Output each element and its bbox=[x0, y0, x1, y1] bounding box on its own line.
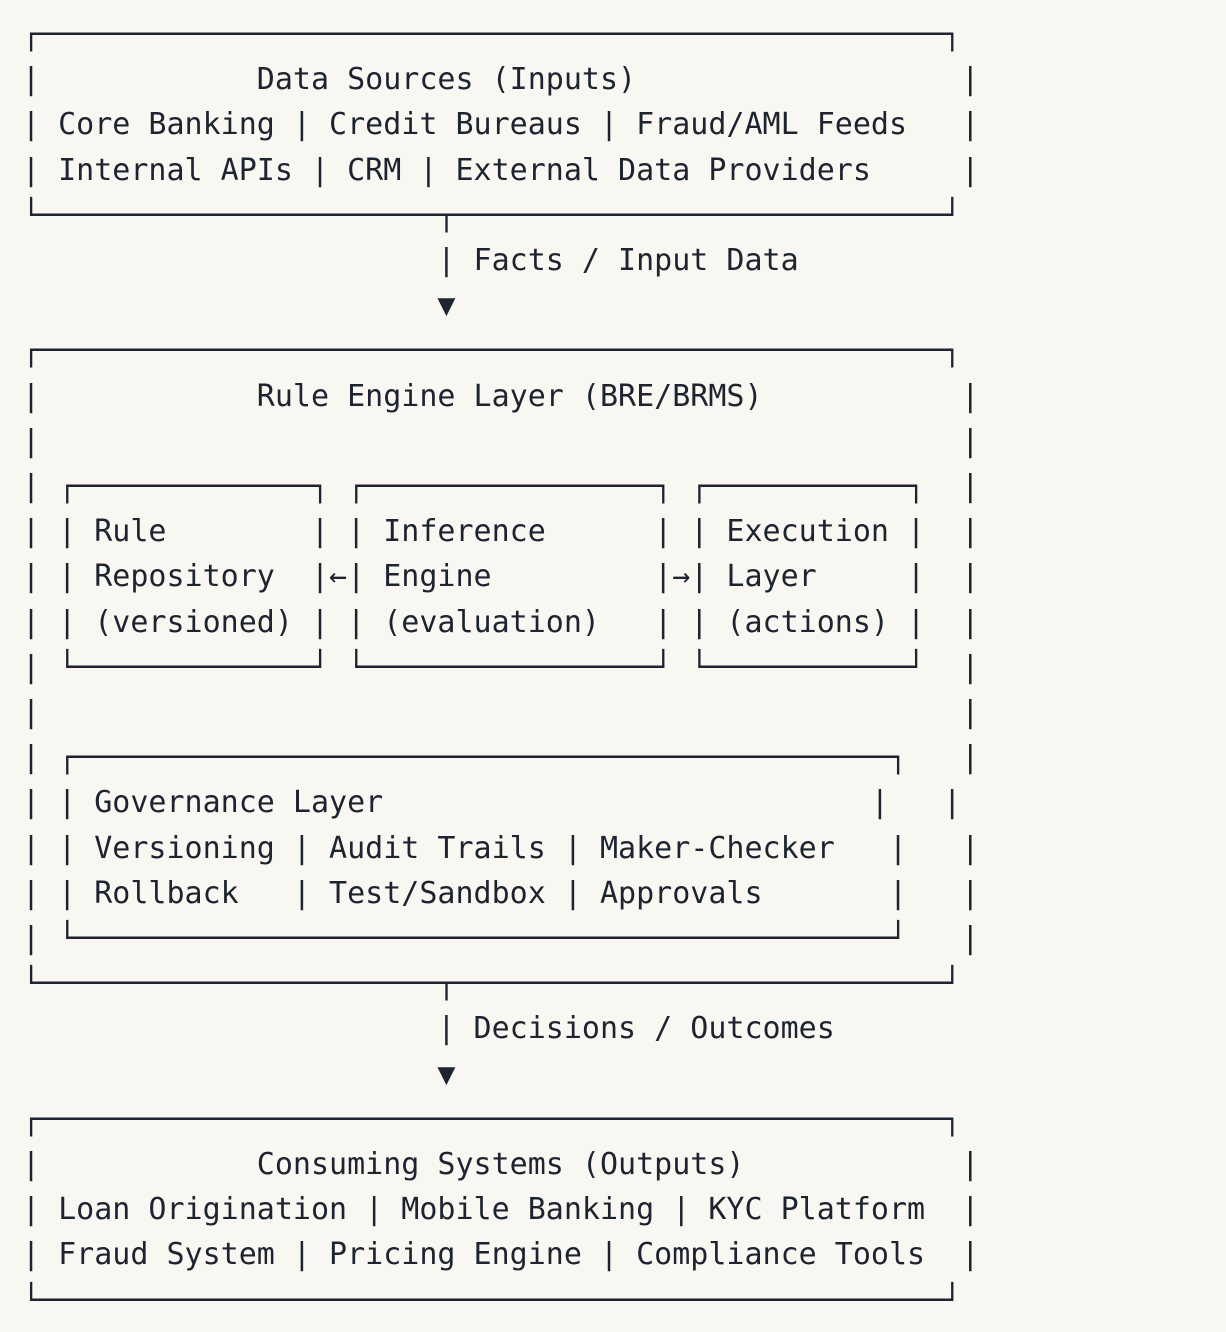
data-sources-box: ┌───────────────────────────────────────… bbox=[22, 17, 980, 233]
facts-flow-connector: | Facts / Input Data ▼ bbox=[437, 243, 799, 324]
decisions-flow-connector: | Decisions / Outcomes ▼ bbox=[437, 1011, 835, 1092]
consuming-systems-box: ┌───────────────────────────────────────… bbox=[22, 1101, 980, 1318]
rule-engine-box: ┌───────────────────────────────────────… bbox=[22, 333, 980, 1002]
